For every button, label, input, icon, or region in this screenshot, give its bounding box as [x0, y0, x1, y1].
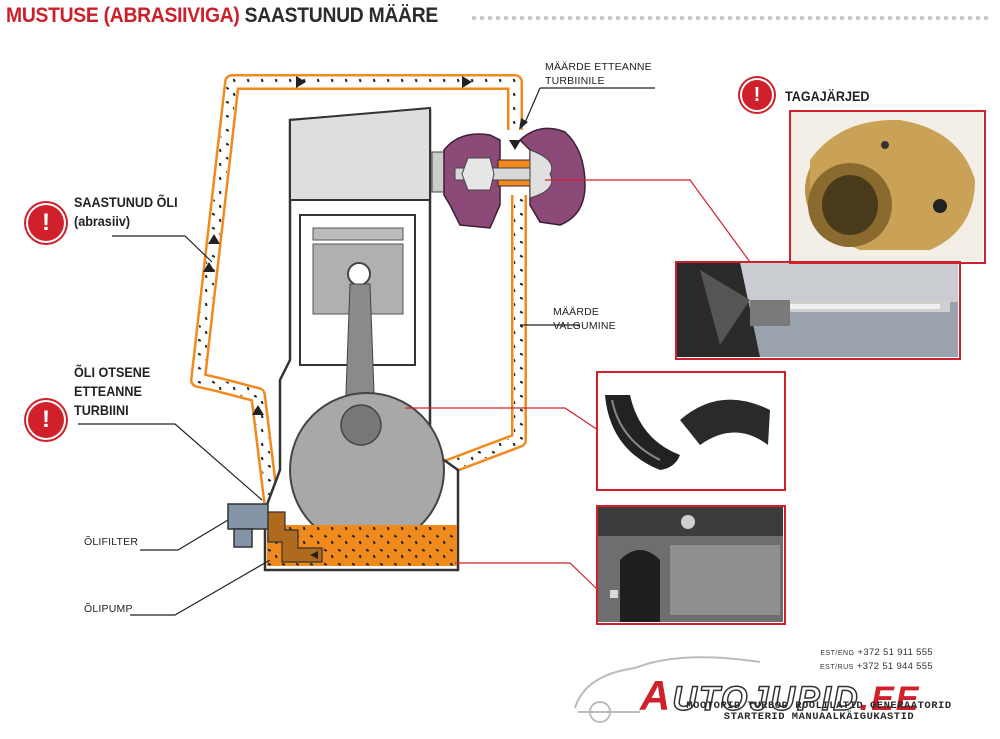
label-oil-pump: ÕLIPUMP — [84, 603, 133, 615]
flow-arrows — [203, 76, 521, 415]
logo-middle: UTOJUPID — [672, 679, 860, 719]
photo-bearing-bush — [790, 111, 983, 261]
logo-first-letter: A — [640, 672, 673, 719]
label-direct-feed-line2: ETTEANNE — [74, 383, 142, 399]
contact-eng-phone: +372 51 911 555 — [857, 647, 933, 658]
leader-lines — [78, 87, 751, 616]
photo-frame-turbine-shaft — [675, 261, 961, 360]
photo-frame-bearing-shells — [596, 371, 786, 491]
warning-icon: ! — [28, 402, 64, 438]
label-oil-filter: ÕLIFILTER — [84, 536, 139, 548]
contact-rus-phone: +372 51 944 555 — [856, 661, 933, 672]
title-dark-part: SAASTUNUD MÄÄRE — [244, 4, 439, 27]
photo-oil-pan — [597, 506, 783, 622]
contact-eng-prefix: EST/ENG — [820, 650, 855, 657]
page-title: MUSTUSE (ABRASIIVIGA) SAASTUNUD MÄÄRE — [6, 4, 438, 28]
turbocharger — [431, 127, 586, 229]
label-return-line1: MÄÄRDE — [553, 306, 600, 318]
contact-rus-prefix: EST/RUS — [820, 664, 854, 671]
brand-logo: AUTOJUPID.EE — [640, 672, 920, 720]
title-dotted-rule — [470, 14, 992, 24]
label-direct-feed-line1: ÕLI OTSENE — [74, 364, 151, 380]
label-feed-turbo-line2: TURBIINILE — [545, 75, 605, 87]
warning-icon: ! — [742, 80, 772, 110]
label-consequences: TAGAJÄRJED — [785, 88, 870, 104]
label-return-line2: VALGUMINE — [553, 320, 616, 332]
warning-icon: ! — [28, 205, 64, 241]
title-red-part: MUSTUSE (ABRASIIVIGA) — [6, 4, 240, 27]
label-contaminated-oil-line1: SAASTUNUD ÕLI — [74, 194, 178, 210]
label-feed-turbo-line1: MÄÄRDE ETTEANNE — [545, 61, 652, 73]
logo-car-silhouette — [574, 656, 761, 723]
tagline-line2: STARTERID MANUAALKÄIGUKASTID — [723, 711, 915, 723]
logo-domain: .EE — [859, 680, 921, 718]
label-direct-feed-line3: TURBIINI — [74, 402, 129, 418]
tagline-line1: MOOTORID TURBOD ROOLILATID GENERAATORID — [686, 700, 952, 712]
oil-circuit — [190, 74, 527, 511]
brand-tagline: MOOTORID TURBOD ROOLILATID GENERAATORID … — [654, 701, 984, 723]
oil-filter-pump — [227, 503, 323, 563]
photo-bearing-shells — [597, 372, 783, 488]
contact-block: EST/ENG +372 51 911 555 EST/RUS +372 51 … — [820, 646, 933, 674]
photo-turbine-shaft — [676, 262, 958, 357]
label-contaminated-oil: SAASTUNUD ÕLI (abrasiiv) — [74, 193, 178, 231]
label-feed-turbo: MÄÄRDE ETTEANNE TURBIINILE — [545, 60, 652, 88]
label-contaminated-oil-line2: (abrasiiv) — [74, 213, 131, 229]
engine-block — [263, 106, 460, 572]
label-direct-feed: ÕLI OTSENE ETTEANNE TURBIINI — [74, 363, 150, 420]
photo-frame-oil-pan — [596, 505, 786, 625]
label-return: MÄÄRDE VALGUMINE — [553, 305, 616, 333]
photo-frame-bearing-bush — [789, 110, 986, 264]
